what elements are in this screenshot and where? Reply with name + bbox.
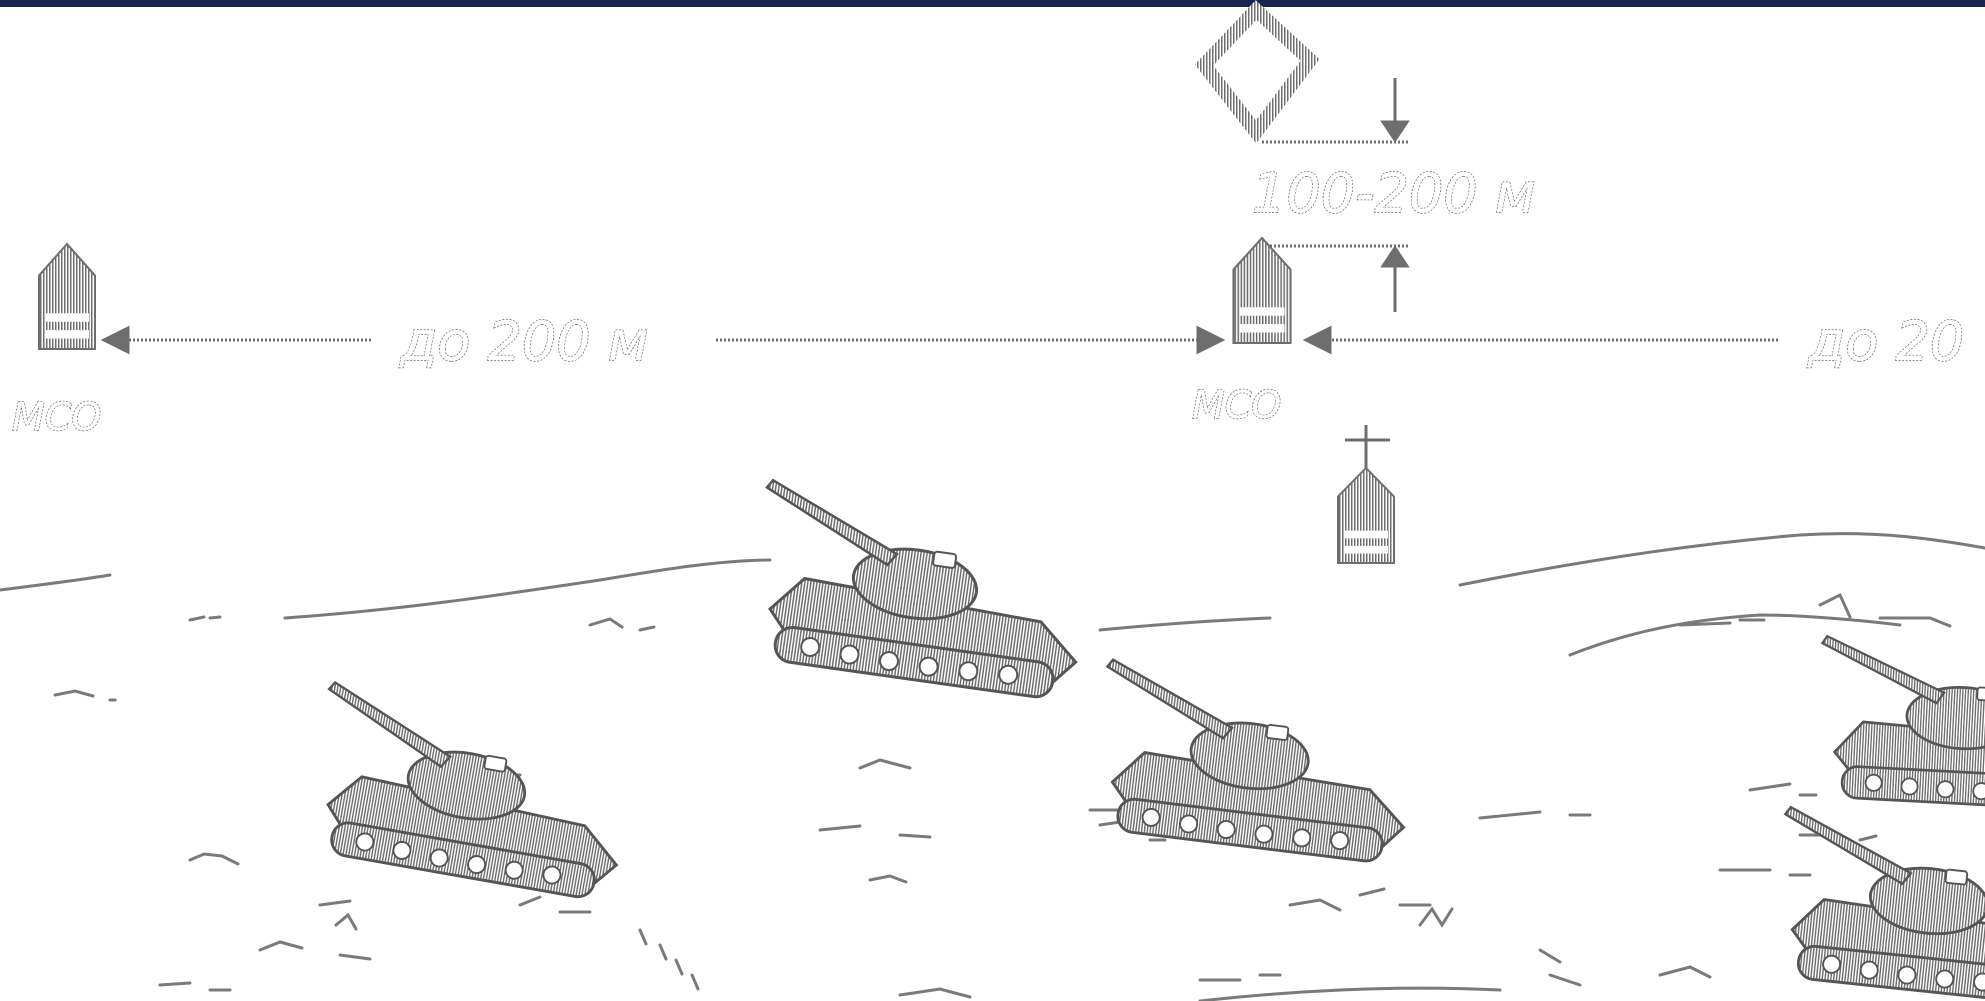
flag-post-icon — [1338, 425, 1394, 563]
diamond-icon — [1204, 10, 1310, 132]
frontage-line-left — [104, 328, 1222, 352]
tank-icon — [1814, 636, 1985, 812]
unit-left-label: МСО — [12, 395, 101, 439]
distance-left-label: до 200 м — [399, 310, 649, 373]
shield-post-icon — [1233, 238, 1290, 343]
shield-post-icon — [39, 244, 95, 349]
tank-icon — [743, 479, 1095, 701]
distance-right-label: до 20 — [1807, 310, 1964, 373]
terrain — [0, 534, 1985, 1001]
frontage-line-right — [1306, 328, 1778, 352]
unit-center-label: МСО — [1192, 383, 1281, 427]
depth-label: 100-200 м — [1252, 162, 1536, 225]
tank-icon — [1088, 659, 1420, 865]
tank-icon — [301, 682, 639, 903]
